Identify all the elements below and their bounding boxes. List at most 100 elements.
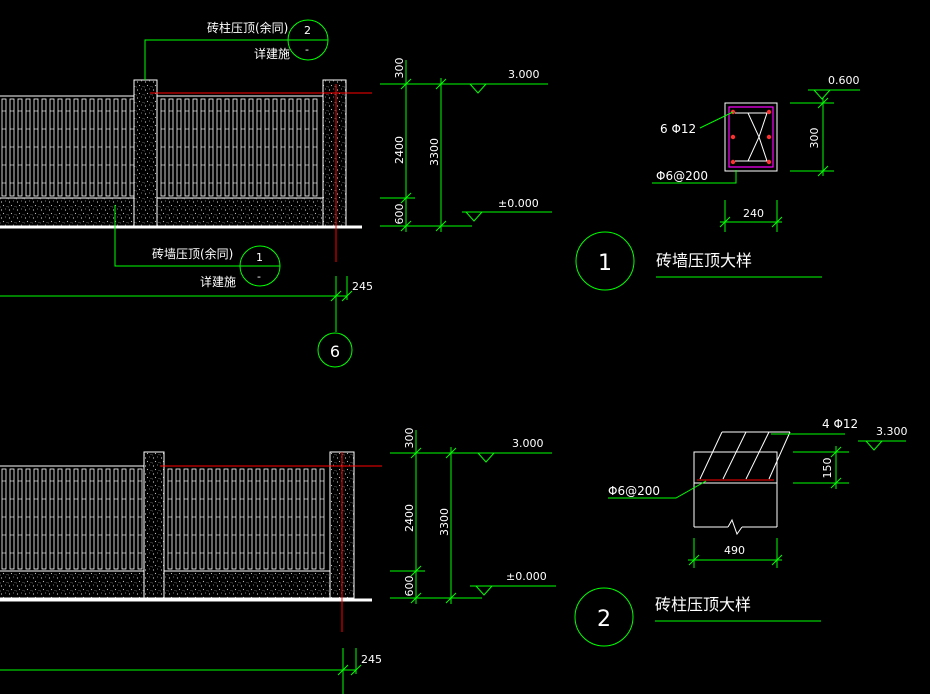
fence-bar (304, 98, 310, 197)
fence-bar (41, 98, 47, 197)
fence-bar (105, 468, 111, 570)
fence-bar (105, 98, 111, 197)
detail2-width: 490 (724, 544, 745, 557)
detail1-stirrup: Φ6@200 (656, 169, 708, 183)
detail2-level: 3.300 (876, 425, 908, 438)
fence-bar (231, 468, 237, 570)
level-top: 3.000 (508, 68, 540, 81)
fence-bar (216, 98, 222, 197)
axis-number: 6 (330, 342, 340, 361)
detail2-height: 150 (821, 458, 834, 479)
offset-dim-2: 245 (361, 653, 382, 666)
fence-bar (263, 468, 269, 570)
detail2-number-circle (574, 587, 634, 647)
fence-bar (113, 468, 119, 570)
fence-base-wall-left (0, 197, 135, 227)
fence-bar (240, 98, 246, 197)
fence-bar (176, 98, 182, 197)
fence-bar (287, 468, 293, 570)
pillar-callout-text: 砖柱压顶(余同) (207, 20, 288, 35)
fence-bar (129, 468, 135, 570)
fence-bar (199, 468, 205, 570)
detail2-title: 砖柱压顶大样 (655, 595, 751, 614)
detail1-number-circle (575, 231, 635, 291)
fence-bar (57, 98, 63, 197)
fence-bar (97, 468, 103, 570)
fence-bar (168, 98, 174, 197)
fence-bar (319, 468, 325, 570)
fence-bar (200, 98, 206, 197)
fence-bar (65, 98, 71, 197)
fence-bars-middle (160, 98, 318, 197)
fence-bar (296, 98, 302, 197)
detail2-stirrup: Φ6@200 (608, 484, 660, 498)
top-vertical-dimensions: 300 2400 600 3300 (380, 58, 472, 232)
fence-bar (232, 98, 238, 197)
fence-bar (113, 98, 119, 197)
fence-bar (65, 468, 71, 570)
fence-bar (9, 468, 15, 570)
fence-bar (256, 98, 262, 197)
fence-bar (57, 468, 63, 570)
detail-1-wall-coping: 6 Φ12 Φ6@200 240 300 0.600 1 砖墙压顶大样 (575, 74, 860, 291)
fence-bar (9, 98, 15, 197)
fence-bar (184, 98, 190, 197)
fence-bar (160, 98, 166, 197)
fence-bar (25, 98, 31, 197)
fence-bar (191, 468, 197, 570)
fence-bar (272, 98, 278, 197)
fence-bar (167, 468, 173, 570)
coping-section (724, 102, 778, 172)
fence-bars-left (1, 98, 135, 197)
detail1-number: 1 (598, 251, 612, 276)
fence-bar (17, 98, 23, 197)
brick-pillar-1 (133, 79, 158, 227)
dim-total-2: 3300 (438, 508, 451, 536)
fence-bar (207, 468, 213, 570)
fence-bar (264, 98, 270, 197)
fence-bar (288, 98, 294, 197)
dim-bottom-2: 600 (403, 576, 416, 597)
fence-bar (248, 98, 254, 197)
detail1-height: 300 (808, 128, 821, 149)
fence-bar (192, 98, 198, 197)
wall-callout: 砖墙压顶(余同) 详建施 1 - (114, 205, 281, 289)
detail1-width: 240 (743, 207, 764, 220)
fence-bar (49, 98, 55, 197)
dim-middle-2: 2400 (403, 504, 416, 532)
detail2-number: 2 (597, 607, 611, 632)
fence-bar (1, 98, 7, 197)
pillar-section (693, 451, 778, 527)
bottom-vertical-dimensions: 300 2400 600 3300 (390, 428, 482, 604)
top-level-marks: 3.000 ±0.000 (462, 68, 552, 222)
fence-bar (41, 468, 47, 570)
dim-top: 300 (393, 58, 406, 79)
brick-pillar-3 (143, 451, 165, 599)
pillar-callout-ref: 2 (304, 24, 311, 37)
wall-callout-ref: 1 (256, 251, 263, 264)
brick-pillar-2 (322, 79, 347, 227)
fence-base-wall-middle-2 (163, 570, 331, 599)
dim-bottom: 600 (393, 204, 406, 225)
fence-bar (1, 468, 7, 570)
axis-bubble (317, 332, 353, 368)
fence-bar (89, 98, 95, 197)
top-offset-dimension: 245 6 (0, 276, 373, 368)
fence-base-wall-left-2 (0, 570, 145, 599)
fence-panel-middle-2 (163, 465, 331, 572)
fence-bar (73, 468, 79, 570)
fence-base-wall-middle (156, 197, 324, 227)
pillar-callout-sheet: - (305, 43, 309, 56)
pillar-callout-note: 详建施 (254, 46, 290, 61)
offset-dim: 245 (352, 280, 373, 293)
fence-bar (121, 468, 127, 570)
fence-bar (208, 98, 214, 197)
fence-bars-middle-2 (167, 468, 325, 570)
fence-bar (137, 468, 143, 570)
fence-bar (33, 468, 39, 570)
fence-bar (97, 98, 103, 197)
fence-bar (73, 98, 79, 197)
fence-bar (311, 468, 317, 570)
detail-2-pillar-coping: 4 Φ12 Φ6@200 490 150 3.300 2 砖柱压顶大样 (574, 417, 908, 647)
